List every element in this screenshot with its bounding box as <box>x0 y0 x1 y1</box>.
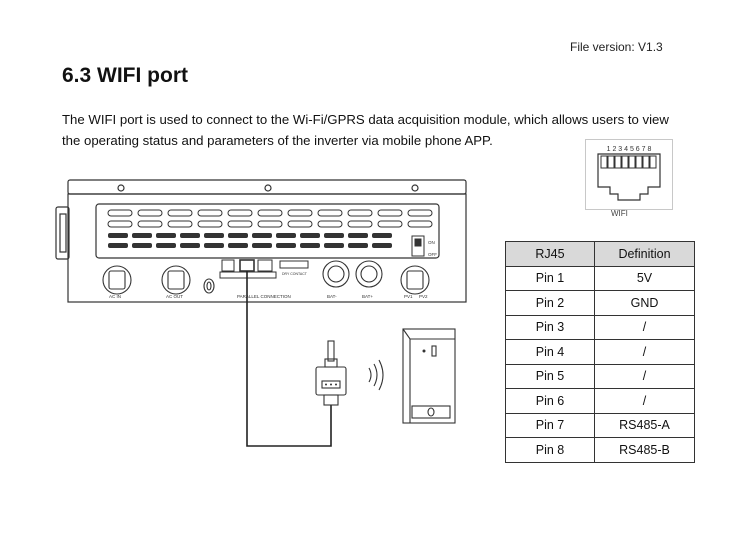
pv2-label: PV2 <box>419 294 428 299</box>
parallel-connection-label: PARALLEL CONNECTION <box>237 294 291 299</box>
bat-plus-terminal <box>355 260 383 288</box>
table-header-row: RJ45 Definition <box>505 241 695 267</box>
pin-cell: Pin 2 <box>505 290 595 316</box>
bat-minus-label: BAT- <box>327 294 337 299</box>
side-handle <box>55 206 70 260</box>
pin-definition-table: RJ45 Definition Pin 1 5V Pin 2 GND Pin 3… <box>505 241 695 463</box>
wifi-pin-numbers: 1 2 3 4 5 6 7 8 <box>607 146 652 153</box>
router-device <box>402 328 456 424</box>
pv1-label: PV1 <box>404 294 413 299</box>
pv-terminal <box>400 265 430 295</box>
table-row: Pin 5 / <box>505 363 695 389</box>
ac-out-label: AC OUT <box>166 294 183 299</box>
table-row: Pin 7 RS485-A <box>505 412 695 438</box>
definition-cell: / <box>594 388 695 414</box>
wifi-dongle <box>315 340 347 406</box>
definition-cell: / <box>594 314 695 340</box>
definition-cell: RS485-A <box>594 412 695 438</box>
switch-on-label: ON <box>428 240 435 245</box>
column-header-definition: Definition <box>594 241 695 267</box>
table-row: Pin 8 RS485-B <box>505 437 695 463</box>
inverter-body <box>67 193 467 303</box>
pin-cell: Pin 8 <box>505 437 595 463</box>
power-switch <box>411 235 425 257</box>
pin-cell: Pin 3 <box>505 314 595 340</box>
definition-cell: / <box>594 363 695 389</box>
pin-cell: Pin 4 <box>505 339 595 365</box>
wifi-signal-icon <box>368 359 384 391</box>
wifi-label: WIFI <box>611 209 628 218</box>
description-paragraph: The WIFI port is used to connect to the … <box>62 112 669 148</box>
table-row: Pin 2 GND <box>505 290 695 316</box>
pin-cell: Pin 5 <box>505 363 595 389</box>
dry-contact-label: DRY CONTACT <box>282 272 308 276</box>
definition-cell: / <box>594 339 695 365</box>
ac-in-label: AC IN <box>109 294 121 299</box>
section-title: 6.3 WIFI port <box>62 64 188 87</box>
bat-minus-terminal <box>322 260 350 288</box>
definition-cell: GND <box>594 290 695 316</box>
table-row: Pin 6 / <box>505 388 695 414</box>
pin-cell: Pin 7 <box>505 412 595 438</box>
bat-plus-label: BAT+ <box>362 294 373 299</box>
pin-cell: Pin 6 <box>505 388 595 414</box>
column-header-rj45: RJ45 <box>505 241 595 267</box>
pin-cell: Pin 1 <box>505 265 595 291</box>
file-version: File version: V1.3 <box>570 40 663 54</box>
inverter-top-cover <box>67 179 467 195</box>
table-row: Pin 4 / <box>505 339 695 365</box>
ac-out-terminal <box>161 265 191 295</box>
definition-cell: RS485-B <box>594 437 695 463</box>
definition-cell: 5V <box>594 265 695 291</box>
wifi-cable <box>246 271 332 447</box>
ac-in-terminal <box>102 265 132 295</box>
table-row: Pin 3 / <box>505 314 695 340</box>
table-row: Pin 1 5V <box>505 265 695 291</box>
wifi-port-figure: 1 2 3 4 5 6 7 8 <box>585 139 673 210</box>
switch-off-label: OFF <box>428 252 437 257</box>
rj45-port-icon: 1 2 3 4 5 6 7 8 <box>597 146 661 201</box>
wifi-port <box>239 259 255 272</box>
